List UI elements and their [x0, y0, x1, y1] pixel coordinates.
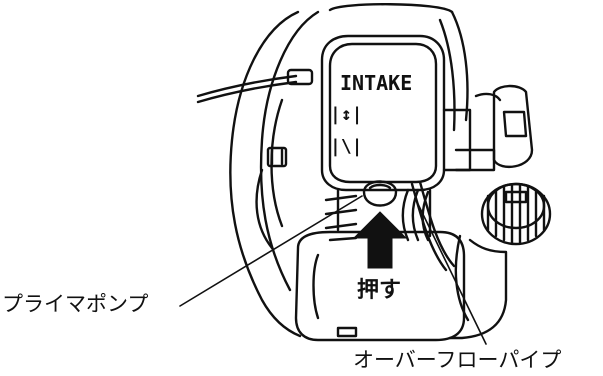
primer-pump-label: プライマポンプ	[2, 292, 149, 316]
overflow-pipe-label: オーバーフローパイプ	[353, 348, 562, 372]
primer-bulb	[362, 180, 398, 207]
lower-cover	[294, 230, 466, 342]
push-label: 押す	[357, 278, 402, 303]
cable	[196, 68, 314, 104]
overflow-pipe	[410, 180, 456, 272]
intake-open-mark: |↕|	[330, 104, 363, 125]
leader-overflow	[417, 203, 487, 345]
leader-primer	[179, 195, 363, 307]
choke-lever	[442, 84, 534, 172]
intake-label: INTAKE	[340, 71, 412, 95]
fuel-tank-cap	[480, 182, 552, 246]
arrow-up-icon	[352, 211, 408, 269]
engine-housing	[229, 10, 320, 338]
intake-closed-mark: |\|	[330, 136, 363, 157]
top-frame	[328, 3, 469, 132]
